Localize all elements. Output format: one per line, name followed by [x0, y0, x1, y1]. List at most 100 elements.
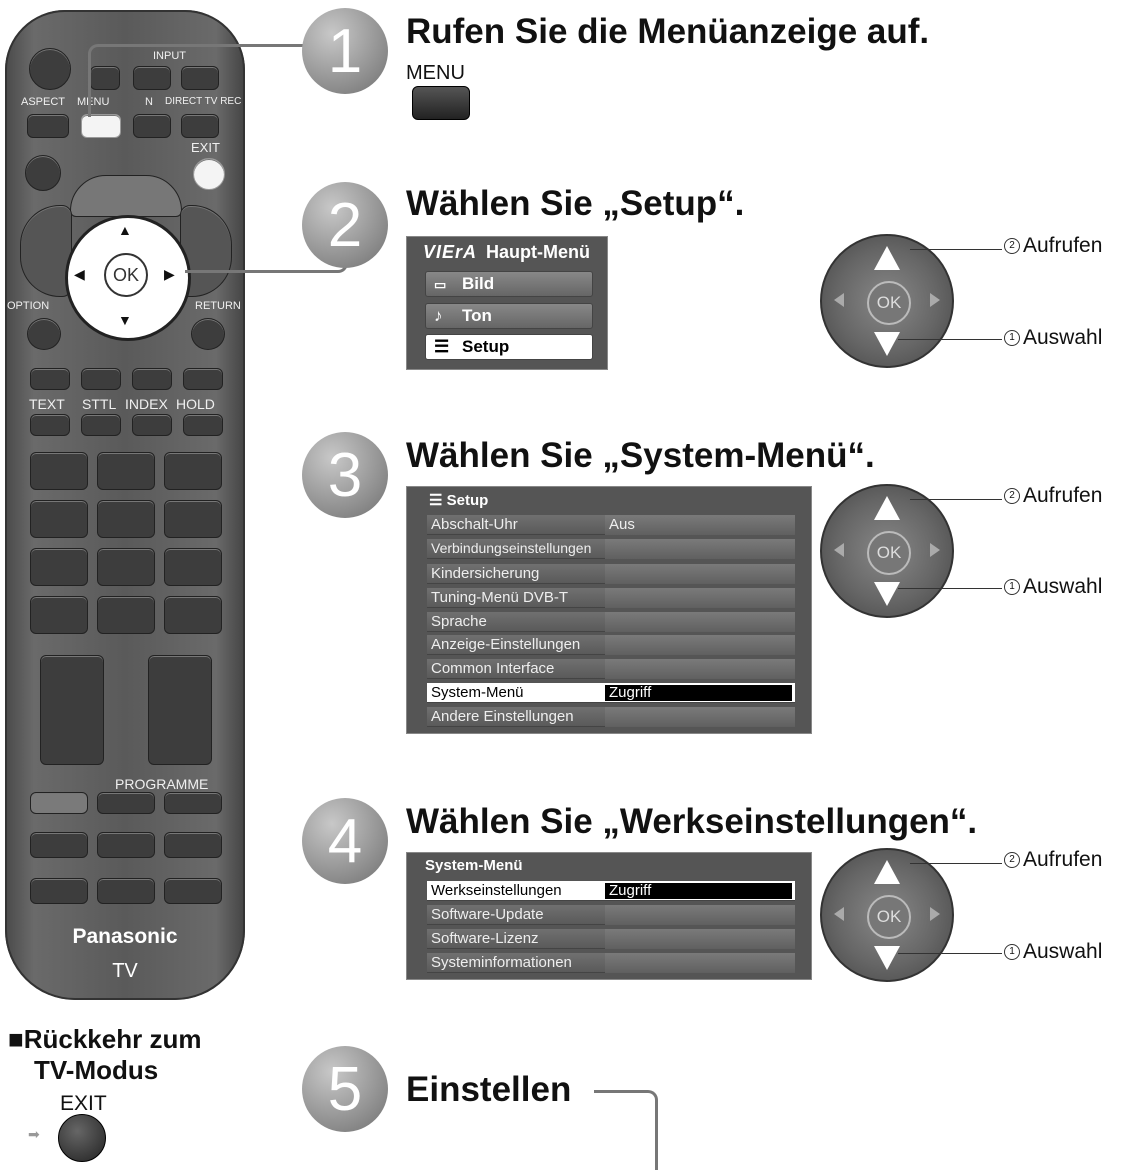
nav-left-arrow-icon[interactable]: ◀ [74, 266, 85, 282]
number-button[interactable] [164, 500, 222, 538]
color-button[interactable] [30, 368, 70, 390]
main-menu-item-bild[interactable]: ▭ Bild [425, 271, 593, 297]
pad-up-arrow-icon[interactable] [874, 246, 900, 270]
number-button[interactable] [97, 548, 155, 586]
remote-round-button[interactable] [25, 155, 61, 191]
row-label: Abschalt-Uhr [431, 516, 518, 533]
hold-button[interactable] [183, 414, 223, 436]
nav-up-arrow-icon[interactable]: ▲ [118, 222, 132, 238]
setup-menu-row[interactable]: Common Interface [427, 659, 795, 679]
number-button[interactable] [30, 452, 88, 490]
return-button[interactable] [191, 318, 225, 350]
pad-right-arrow-icon[interactable] [930, 293, 940, 307]
pad-up-arrow-icon[interactable] [874, 860, 900, 884]
remote-button[interactable] [164, 792, 222, 814]
number-button[interactable] [30, 500, 88, 538]
callout-line [898, 953, 1002, 954]
row-label: Common Interface [431, 660, 555, 677]
sttl-button[interactable] [81, 414, 121, 436]
pad-right-arrow-icon[interactable] [930, 907, 940, 921]
remote-button[interactable] [30, 832, 88, 858]
volume-rocker[interactable] [40, 655, 104, 765]
setup-menu-row[interactable]: Anzeige-Einstellungen [427, 635, 795, 655]
channel-rocker[interactable] [148, 655, 212, 765]
remote-ok-button[interactable]: OK [104, 253, 148, 297]
nav-down-arrow-icon[interactable]: ▼ [118, 312, 132, 328]
color-button[interactable] [132, 368, 172, 390]
setup-menu-header: ☰ Setup [407, 487, 811, 511]
row-label: Systeminformationen [431, 954, 572, 971]
index-button[interactable] [132, 414, 172, 436]
pad-down-arrow-icon[interactable] [874, 332, 900, 356]
remote-button[interactable] [90, 66, 120, 90]
viera-logo: VIErA [423, 242, 478, 262]
return-exit-label: EXIT [60, 1092, 107, 1115]
list-icon: ☰ [429, 492, 447, 509]
pad-down-arrow-icon[interactable] [874, 582, 900, 606]
pad-left-arrow-icon[interactable] [834, 907, 844, 921]
setup-menu-row[interactable]: Andere Einstellungen [427, 707, 795, 727]
control-pad: OK [820, 234, 954, 368]
remote-button[interactable] [30, 792, 88, 814]
remote-button[interactable] [30, 878, 88, 904]
color-button[interactable] [81, 368, 121, 390]
callout-text: Aufrufen [1023, 234, 1103, 257]
pad-down-arrow-icon[interactable] [874, 946, 900, 970]
aspect-button[interactable] [27, 114, 69, 138]
input-button[interactable] [181, 66, 219, 90]
setup-menu-title: Setup [446, 492, 489, 509]
setup-menu-row[interactable]: Kindersicherung [427, 564, 795, 584]
menu-button[interactable] [81, 114, 121, 138]
pad-right-arrow-icon[interactable] [930, 543, 940, 557]
pad-left-arrow-icon[interactable] [834, 293, 844, 307]
setup-menu-row[interactable]: Sprache [427, 612, 795, 632]
remote-button[interactable] [97, 878, 155, 904]
color-button[interactable] [183, 368, 223, 390]
return-label: RETURN [195, 300, 241, 312]
exit-button[interactable] [193, 158, 225, 190]
pad-ok-button[interactable]: OK [867, 281, 911, 325]
remote-button[interactable] [97, 832, 155, 858]
return-heading: ■Rückkehr zum [8, 1024, 201, 1055]
number-button[interactable] [97, 452, 155, 490]
number-button[interactable] [30, 548, 88, 586]
setup-menu-row[interactable]: Tuning-Menü DVB-T [427, 588, 795, 608]
n-button[interactable] [133, 114, 171, 138]
row-label: Anzeige-Einstellungen [431, 636, 581, 653]
number-button[interactable] [164, 548, 222, 586]
return-exit-button[interactable] [58, 1114, 106, 1162]
system-menu-row[interactable]: Software-Lizenz [427, 929, 795, 949]
direct-tv-rec-button[interactable] [181, 114, 219, 138]
system-menu-row[interactable]: Software-Update [427, 905, 795, 925]
menu-button-illustration[interactable] [412, 86, 470, 120]
number-button[interactable] [97, 500, 155, 538]
pad-ok-button[interactable]: OK [867, 895, 911, 939]
main-menu-item-ton[interactable]: ♪ Ton [425, 303, 593, 329]
number-button[interactable] [164, 452, 222, 490]
main-menu-item-setup[interactable]: ☰ Setup [425, 334, 593, 360]
remote-button[interactable] [133, 66, 171, 90]
setup-menu-row[interactable]: Verbindungseinstellungen [427, 539, 795, 559]
pad-up-arrow-icon[interactable] [874, 496, 900, 520]
power-button[interactable] [29, 48, 71, 90]
nav-left-arc[interactable] [20, 205, 72, 297]
number-button[interactable] [164, 596, 222, 634]
nav-upper-arc[interactable] [70, 175, 182, 217]
callout-line [898, 339, 1002, 340]
step-5-connector-line [594, 1090, 658, 1170]
number-button[interactable] [30, 596, 88, 634]
text-button[interactable] [30, 414, 70, 436]
option-button[interactable] [27, 318, 61, 350]
system-menu-row[interactable]: Systeminformationen [427, 953, 795, 973]
pad-left-arrow-icon[interactable] [834, 543, 844, 557]
remote-button[interactable] [97, 792, 155, 814]
remote-button[interactable] [164, 878, 222, 904]
pad-ok-button[interactable]: OK [867, 531, 911, 575]
remote-button[interactable] [164, 832, 222, 858]
nav-right-arrow-icon[interactable]: ▶ [164, 266, 175, 282]
number-button[interactable] [97, 596, 155, 634]
callout-text: Aufrufen [1023, 848, 1103, 871]
